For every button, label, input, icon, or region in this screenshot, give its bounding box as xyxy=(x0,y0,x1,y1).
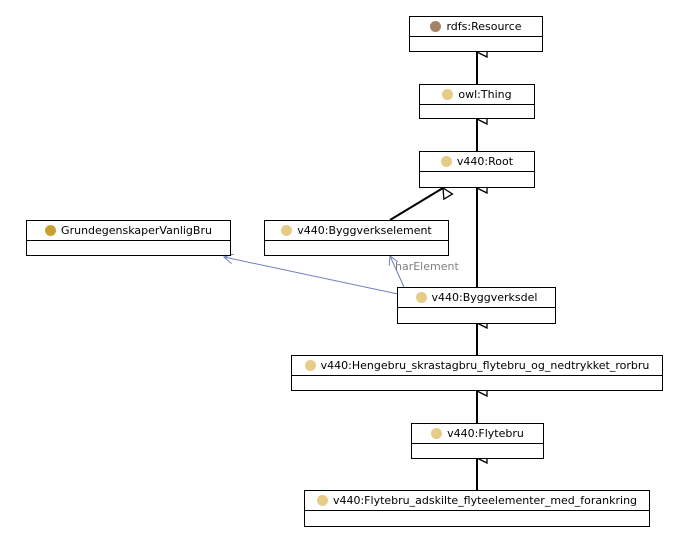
class-label: v440:Byggverkselement xyxy=(297,224,432,237)
class-label: GrundegenskaperVanligBru xyxy=(61,224,212,237)
class-label: owl:Thing xyxy=(458,88,512,101)
class-label: v440:Hengebru_skrastagbru_flytebru_og_ne… xyxy=(320,359,650,372)
class-dot-icon xyxy=(431,428,443,439)
class-dot-icon xyxy=(442,89,454,100)
class-node-grunnegenskaper[interactable]: GrundegenskaperVanligBru xyxy=(26,220,231,256)
edge-byggverksdel-to-grunnegenskaper xyxy=(224,257,399,295)
edge-harelement xyxy=(390,256,405,288)
class-dot-icon xyxy=(45,225,57,236)
class-node-rdfs-resource[interactable]: rdfs:Resource xyxy=(409,16,543,52)
class-dot-icon xyxy=(304,360,316,371)
class-dot-icon xyxy=(415,292,427,303)
class-node-hengebru[interactable]: v440:Hengebru_skrastagbru_flytebru_og_ne… xyxy=(291,355,663,391)
class-label: v440:Root xyxy=(456,155,514,168)
class-node-flytebru-adskilte[interactable]: v440:Flytebru_adskilte_flyteelementer_me… xyxy=(304,490,650,527)
class-label: v440:Byggverksdel xyxy=(431,291,538,304)
class-node-root[interactable]: v440:Root xyxy=(419,151,535,188)
class-node-flytebru[interactable]: v440:Flytebru xyxy=(411,423,544,459)
class-node-owl-thing[interactable]: owl:Thing xyxy=(419,84,535,119)
class-dot-icon xyxy=(316,495,328,506)
class-label: v440:Flytebru_adskilte_flyteelementer_me… xyxy=(332,494,638,507)
class-dot-icon xyxy=(281,225,293,236)
class-node-byggverkselement[interactable]: v440:Byggverkselement xyxy=(264,220,449,256)
class-label: rdfs:Resource xyxy=(446,20,522,33)
class-node-byggverksdel[interactable]: v440:Byggverksdel xyxy=(397,287,556,324)
class-label: v440:Flytebru xyxy=(447,427,524,440)
edge-byggverkselement-to-root xyxy=(389,188,443,221)
class-dot-icon xyxy=(430,21,442,32)
harelement-label: harElement xyxy=(395,260,459,273)
class-dot-icon xyxy=(440,156,452,167)
